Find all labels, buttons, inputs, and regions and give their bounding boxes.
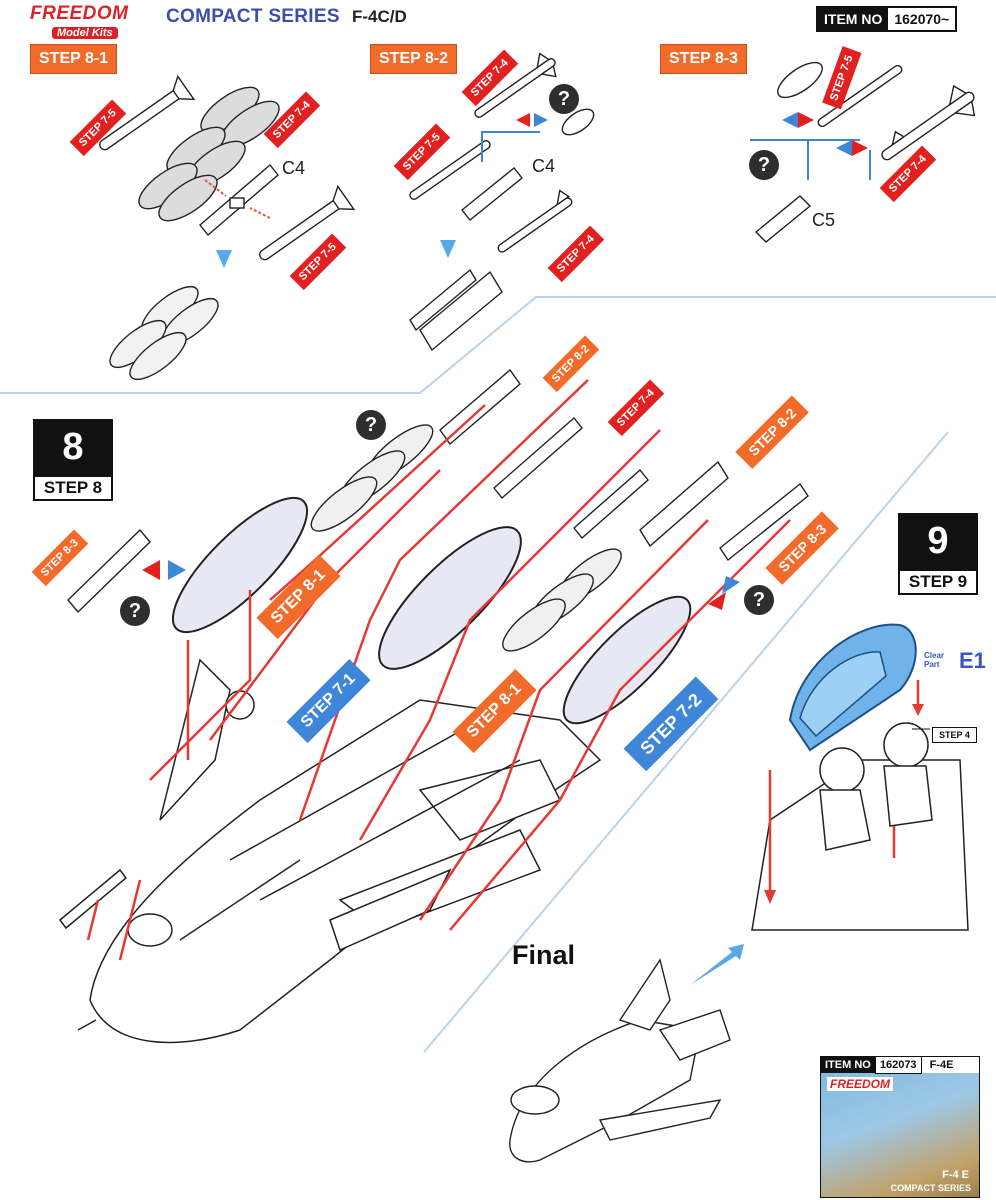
- model-name: F-4C/D: [352, 7, 407, 26]
- down-arrow-icon: [216, 250, 232, 268]
- item-number-value: 162070~: [888, 8, 956, 30]
- down-arrow-icon: [440, 240, 456, 258]
- part-c4-label: C4: [532, 156, 556, 176]
- freedom-logo: FREEDOM Model Kits: [30, 3, 129, 39]
- step-8-2-label: STEP 8-2: [370, 44, 458, 74]
- item-number-label: ITEM NO: [818, 8, 889, 30]
- part-c4-label: C4: [282, 158, 306, 178]
- product-box-thumbnail: ITEM NO 162073 F-4E FREEDOM F-4 E COMPAC…: [820, 1056, 980, 1198]
- box-model-name: F-4E: [929, 1059, 954, 1071]
- step8-ordnance: [67, 368, 809, 652]
- step-8-badge: 8 STEP 8: [33, 419, 113, 501]
- step-9-number: 9: [898, 513, 978, 569]
- step82-missiles-group: [409, 52, 595, 352]
- step-9-text: STEP 9: [898, 569, 978, 595]
- part-c5-label: C5: [812, 210, 836, 230]
- step-8-1-label: STEP 8-1: [30, 44, 118, 74]
- swap-arrow-icon: [516, 113, 530, 127]
- question-icon: ?: [356, 410, 386, 440]
- question-icon: ?: [749, 150, 779, 180]
- box-series: COMPACT SERIES: [890, 1183, 971, 1193]
- box-brand-logo: FREEDOM: [827, 1077, 893, 1091]
- box-item-number-value: 162073: [874, 1057, 922, 1074]
- f4-aircraft-drawing: [58, 658, 602, 1044]
- step-8-3-label: STEP 8-3: [660, 44, 748, 74]
- step9-divider-line: [423, 431, 949, 1053]
- part-e1-label: E1: [959, 648, 986, 673]
- ref-step-4: STEP 4: [932, 727, 977, 743]
- final-aircraft-drawing: [509, 958, 731, 1163]
- section-divider-line: [0, 296, 996, 394]
- final-label: Final: [512, 940, 576, 970]
- step-8-text: STEP 8: [33, 475, 113, 501]
- item-number-badge: ITEM NO 162070~: [816, 6, 958, 32]
- diagonal-arrow-icon: [690, 944, 744, 985]
- question-icon: ?: [120, 596, 150, 626]
- swap-arrow-icon: [782, 112, 798, 128]
- box-title: F-4 E: [942, 1169, 969, 1181]
- canopy-clear-part: [788, 623, 917, 752]
- series-title: COMPACT SERIES: [166, 6, 340, 27]
- cockpit-drawing: [751, 722, 969, 931]
- swap-arrow-icon: [142, 560, 160, 580]
- question-icon: ?: [744, 585, 774, 615]
- question-icon: ?: [549, 84, 579, 114]
- step83-missiles-group: [754, 61, 976, 243]
- step-9-badge: 9 STEP 9: [898, 513, 978, 595]
- fuel-tanks: [171, 496, 692, 725]
- step81-bombs-group: [99, 74, 356, 381]
- clear-part-label: Clear Part: [924, 651, 945, 669]
- box-item-number-label: ITEM NO: [821, 1057, 875, 1073]
- step-8-number: 8: [33, 419, 113, 475]
